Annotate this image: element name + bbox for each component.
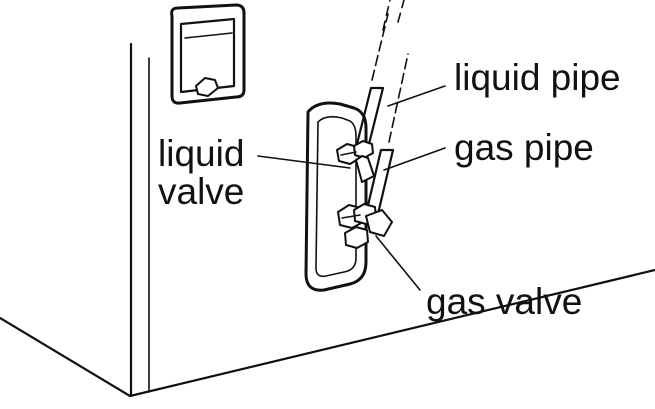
valve-bracket — [304, 101, 368, 292]
liquid-valve-stem — [355, 155, 375, 183]
leader-gas-valve — [375, 235, 421, 291]
label-liquid-valve-line2: valve — [158, 171, 244, 212]
liquid-valve — [336, 140, 375, 183]
gas-valve-service-port — [365, 209, 393, 237]
leader-lines — [257, 85, 446, 291]
gas-valve-seam — [341, 214, 361, 219]
handle-outer — [170, 3, 246, 105]
gas-pipe-dash — [397, 0, 405, 23]
liquid-valve-seam — [340, 151, 357, 156]
handle-latch — [195, 77, 219, 97]
leader-liquid-valve — [257, 155, 351, 169]
liquid-pipe-centerline — [371, 13, 389, 81]
bracket-inner — [315, 115, 357, 278]
gas-pipe — [364, 148, 395, 216]
label-liquid-valve-line1: liquid — [158, 133, 244, 174]
carry-handle — [170, 3, 246, 105]
handle-grip-line — [184, 32, 233, 39]
handle-inner — [179, 17, 236, 94]
unit-base-edge — [0, 268, 655, 398]
liquid-valve-flare-nut — [353, 140, 374, 159]
gas-pipe-centerline — [388, 53, 409, 143]
label-liquid-pipe: liquid pipe — [454, 57, 621, 98]
leader-liquid-pipe — [387, 85, 446, 107]
leader-gas-pipe — [383, 147, 446, 171]
liquid-pipe — [354, 86, 385, 150]
label-gas-valve: gas valve — [426, 281, 582, 322]
liquid-pipe-dash — [382, 0, 391, 31]
labels: liquid pipe gas pipe liquid valve gas va… — [158, 57, 621, 322]
gas-valve — [337, 203, 393, 249]
gas-valve-cap — [344, 226, 369, 249]
label-gas-pipe: gas pipe — [454, 127, 594, 168]
bracket-outer — [304, 101, 368, 292]
unit-body — [0, 42, 655, 398]
